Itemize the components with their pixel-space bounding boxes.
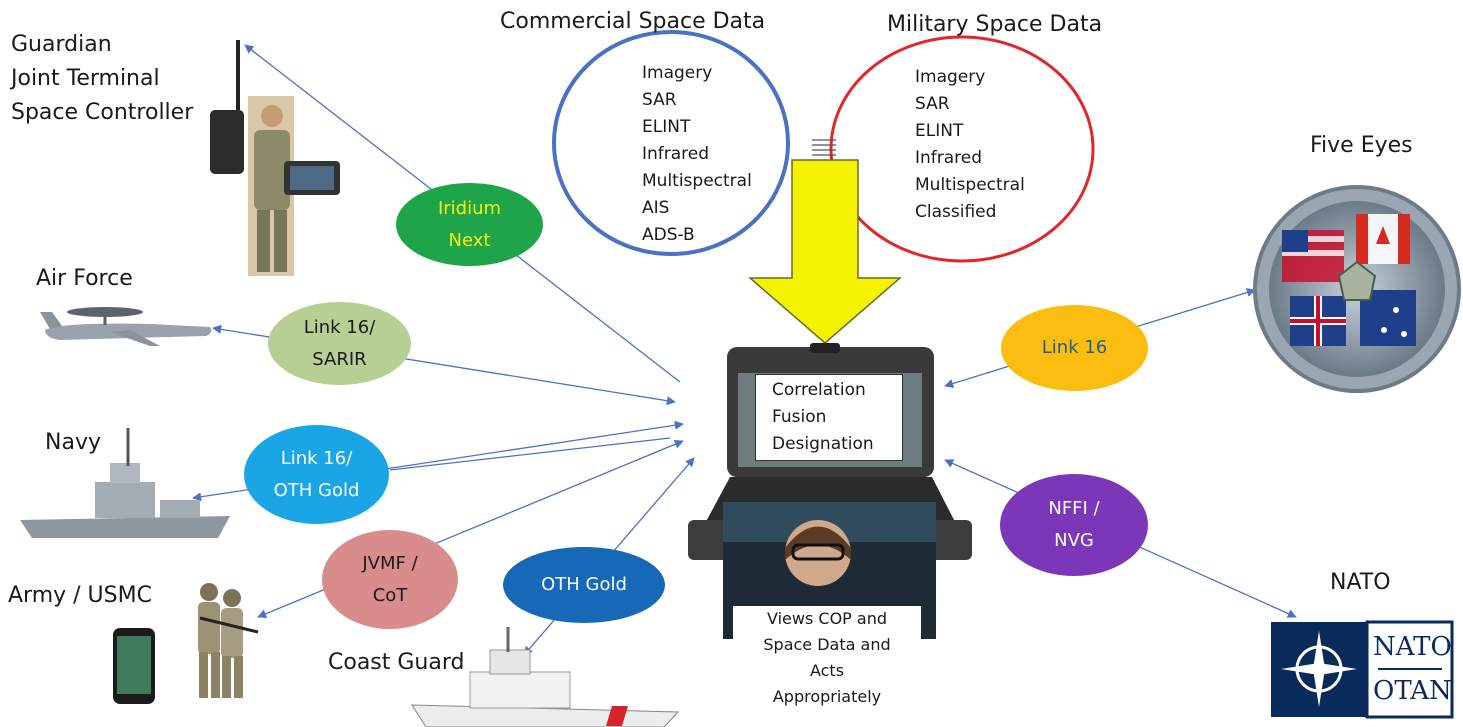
nato-logo-top-text: NATO xyxy=(1373,632,1452,662)
army-label: Army / USMC xyxy=(8,583,152,608)
laptop-screen-text: Correlation Fusion Designation xyxy=(755,374,903,461)
commercial-item: Multispectral xyxy=(642,171,752,191)
commercial-item: ELINT xyxy=(642,117,691,137)
commercial-title: Commercial Space Data xyxy=(500,9,766,34)
arrow-navy-b xyxy=(389,437,671,471)
military-data-list: Imagery SAR ELINT Infrared Multispectral… xyxy=(915,64,1025,226)
iridium-next-link: Iridium Next xyxy=(396,183,543,266)
nato-logo xyxy=(1271,620,1454,719)
coast-guard-label: Coast Guard xyxy=(328,650,465,675)
navy-ship xyxy=(20,428,230,538)
link16-oth-gold-link: Link 16/ OTH Gold xyxy=(244,425,389,524)
views-cop-caption: Views COP and Space Data and Acts Approp… xyxy=(733,606,921,710)
commercial-item: AIS xyxy=(642,198,670,218)
nffi-nvg-link: NFFI / NVG xyxy=(1000,474,1148,576)
army-phone-and-soldiers xyxy=(113,583,259,704)
military-item: Classified xyxy=(915,202,997,222)
oth-gold-link: OTH Gold xyxy=(503,547,665,623)
commercial-item: Imagery xyxy=(642,63,713,83)
military-item: SAR xyxy=(915,94,950,114)
awacs-aircraft xyxy=(40,307,212,346)
nato-logo-bottom-text: OTAN xyxy=(1373,676,1452,706)
link16-link: Link 16 xyxy=(1001,305,1148,391)
military-item: Imagery xyxy=(915,67,986,87)
five-eyes-label: Five Eyes xyxy=(1310,133,1413,158)
commercial-item: SAR xyxy=(642,90,677,110)
big-yellow-arrow xyxy=(747,159,903,344)
commercial-item: Infrared xyxy=(642,144,710,164)
military-title: Military Space Data xyxy=(887,12,1103,37)
military-item: Infrared xyxy=(915,148,983,168)
guardian-label: Guardian Joint Terminal Space Controller xyxy=(11,32,194,125)
military-ring xyxy=(829,35,1095,263)
nato-label: NATO xyxy=(1330,570,1391,595)
five-eyes-coin xyxy=(1253,185,1461,393)
link16-sarir-link: Link 16/ SARIR xyxy=(268,302,411,385)
guardian-terminal-photo xyxy=(210,40,340,276)
commercial-ring xyxy=(552,30,790,256)
commercial-item: ADS-B xyxy=(642,225,695,245)
jvmf-cot-link: JVMF / CoT xyxy=(322,530,458,629)
commercial-data-list: Imagery SAR ELINT Infrared Multispectral… xyxy=(642,60,752,249)
air-force-label: Air Force xyxy=(36,266,133,291)
coast-guard-cutter xyxy=(411,627,680,727)
navy-label: Navy xyxy=(45,430,101,455)
military-item: Multispectral xyxy=(915,175,1025,195)
military-item: ELINT xyxy=(915,121,964,141)
ring-link-lines xyxy=(812,139,836,156)
